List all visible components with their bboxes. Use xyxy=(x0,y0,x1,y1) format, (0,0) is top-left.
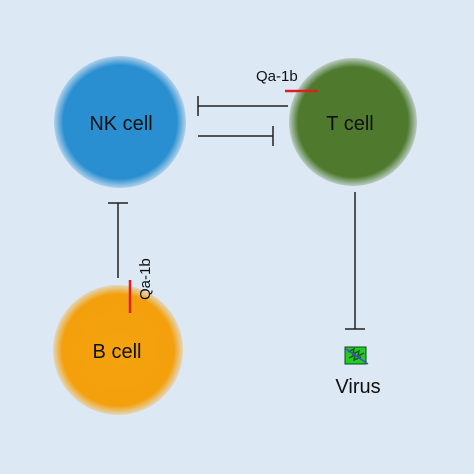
b-cell: B cell xyxy=(53,285,183,415)
t-cell-label: T cell xyxy=(326,113,373,135)
virus-label: Virus xyxy=(335,376,380,398)
nk-cell-body xyxy=(54,56,186,188)
b-cell-label: B cell xyxy=(93,341,142,363)
t-cell-inhibits-virus-arrow xyxy=(345,192,365,330)
b-cell-inhibits-nk-cell-arrow xyxy=(108,202,128,278)
t-cell-body xyxy=(289,58,417,186)
t-cell-inhibits-nk-cell-arrow xyxy=(197,96,288,116)
b-cell-qa1b-marker: Qa-1b xyxy=(128,258,154,313)
virus-icon xyxy=(344,346,369,365)
t-cell: T cell xyxy=(289,58,417,186)
nk-cell-inhibits-t-cell-arrow xyxy=(198,126,274,146)
t-cell-qa1b-label: Qa-1b xyxy=(256,68,298,85)
nk-cell: NK cell xyxy=(54,56,186,188)
nk-cell-label: NK cell xyxy=(89,113,152,135)
virus: Virus xyxy=(335,346,381,398)
b-cell-qa1b-label: Qa-1b xyxy=(137,258,154,300)
t-cell-qa1b-marker: Qa-1b xyxy=(256,68,318,93)
b-cell-body xyxy=(53,285,183,415)
